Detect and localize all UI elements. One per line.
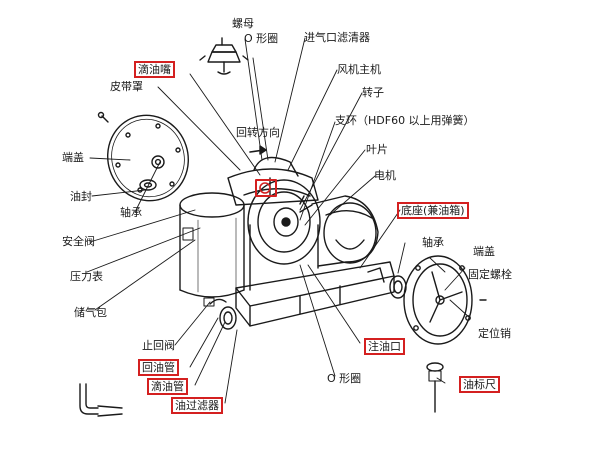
label-drip-pipe: 滴油管 [147, 378, 188, 395]
oil-seal-part [139, 179, 157, 191]
label-check-valve: 止回阀 [142, 339, 175, 352]
label-rotor: 转子 [362, 86, 384, 99]
label-oring-top: O 形圈 [244, 32, 279, 45]
label-oil-fill-port: 注油口 [364, 338, 405, 355]
elbow-fitting-part [79, 383, 123, 417]
end-cover-right-part [403, 255, 487, 345]
label-air-tank: 储气包 [74, 306, 107, 319]
label-motor: 电机 [374, 169, 396, 182]
air-tank-part [179, 192, 245, 298]
label-end-cover-right: 端盖 [473, 245, 495, 258]
label-locating-pin: 定位销 [478, 327, 511, 340]
dipstick-part [426, 362, 444, 413]
label-base: 底座(兼油箱) [397, 202, 469, 219]
label-nut: 螺母 [232, 17, 254, 30]
leader-lines [86, 37, 471, 404]
nut-part [199, 37, 249, 75]
label-oil-nozzle: 滴油嘴 [134, 61, 175, 78]
label-oil-seal: 油封 [70, 190, 92, 203]
label-oring-bottom: O 形圈 [327, 372, 362, 385]
label-fixing-bolt: 固定螺栓 [468, 268, 512, 281]
label-belt-cover: 皮带罩 [110, 80, 143, 93]
label-blower-main: 风机主机 [337, 63, 381, 76]
label-bearing-left: 轴承 [120, 206, 142, 219]
label-dipstick: 油标尺 [459, 376, 500, 393]
label-safety-valve: 安全阀 [62, 235, 95, 248]
label-end-cover-left: 端盖 [62, 151, 84, 164]
oil-filter-part [203, 297, 237, 330]
blower-body-part [227, 156, 321, 291]
end-cover-left-part [97, 111, 189, 202]
label-oil-filter: 油过滤器 [171, 397, 223, 414]
label-intake-filter: 进气口滤清器 [304, 31, 370, 44]
label-support-ring: 支环（HDF60 以上用弹簧） [335, 114, 475, 127]
label-bearing-right: 轴承 [422, 236, 444, 249]
label-return-pipe: 回油管 [138, 359, 179, 376]
motor-part [311, 195, 379, 267]
rotation-arrow-icon [249, 145, 267, 155]
label-blade: 叶片 [366, 143, 388, 156]
base-part [235, 261, 395, 327]
label-pressure-gauge: 压力表 [70, 270, 103, 283]
label-rotation-direction: 回转方向 [236, 126, 280, 139]
